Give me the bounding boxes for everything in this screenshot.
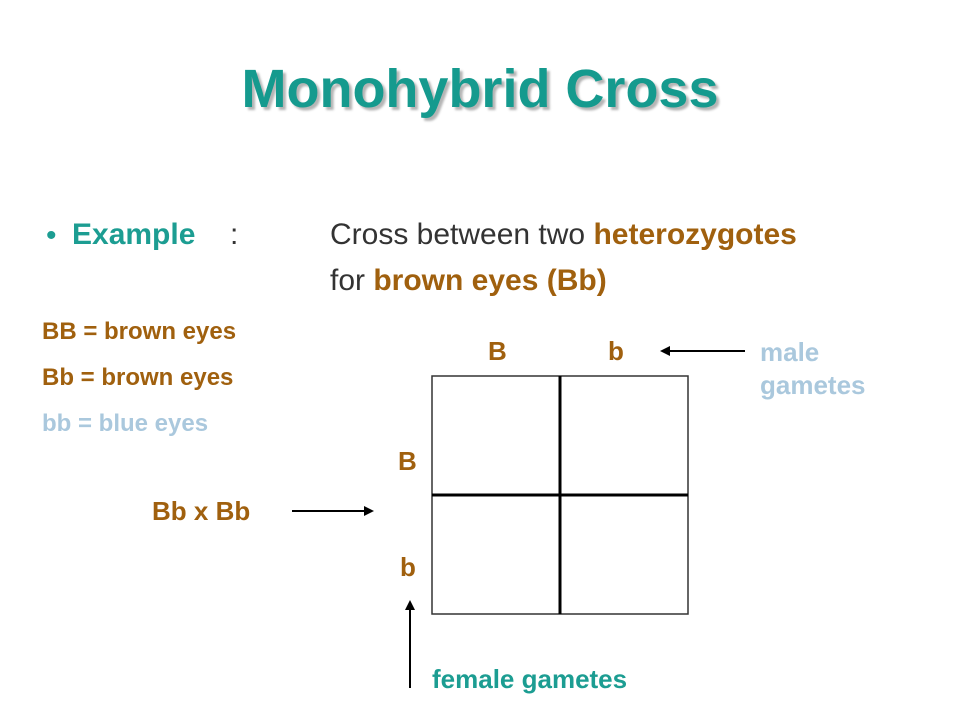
brown-eyes-term: brown eyes (Bb)	[373, 264, 607, 297]
female-gametes-label: female gametes	[432, 664, 628, 694]
heterozygotes-term: heterozygotes	[593, 218, 797, 251]
cross-description-text: Cross between two	[330, 218, 594, 251]
cross-description-line2: for brown eyes (Bb)	[330, 264, 607, 298]
female-allele-b: b	[400, 552, 416, 582]
male-label-line1: male	[760, 337, 820, 367]
example-label: Example	[72, 218, 196, 251]
male-allele-B: B	[488, 336, 507, 366]
example-colon: :	[230, 218, 239, 251]
for-text: for	[330, 264, 374, 297]
cross-label: Bb x Bb	[152, 496, 251, 526]
genotype-bb-brown: BB = brown eyes	[42, 318, 237, 345]
genotype-bb-blue: bb = blue eyes	[42, 410, 209, 437]
male-allele-b: b	[608, 336, 624, 366]
bullet-dot: •	[46, 219, 57, 252]
male-label-line2: gametes	[760, 369, 866, 400]
female-allele-B: B	[398, 446, 417, 476]
cross-description-line1: Cross between two heterozygotes	[330, 218, 797, 252]
genotype-Bb-brown: Bb = brown eyes	[42, 364, 234, 391]
slide-title: Monohybrid Cross	[241, 59, 719, 119]
